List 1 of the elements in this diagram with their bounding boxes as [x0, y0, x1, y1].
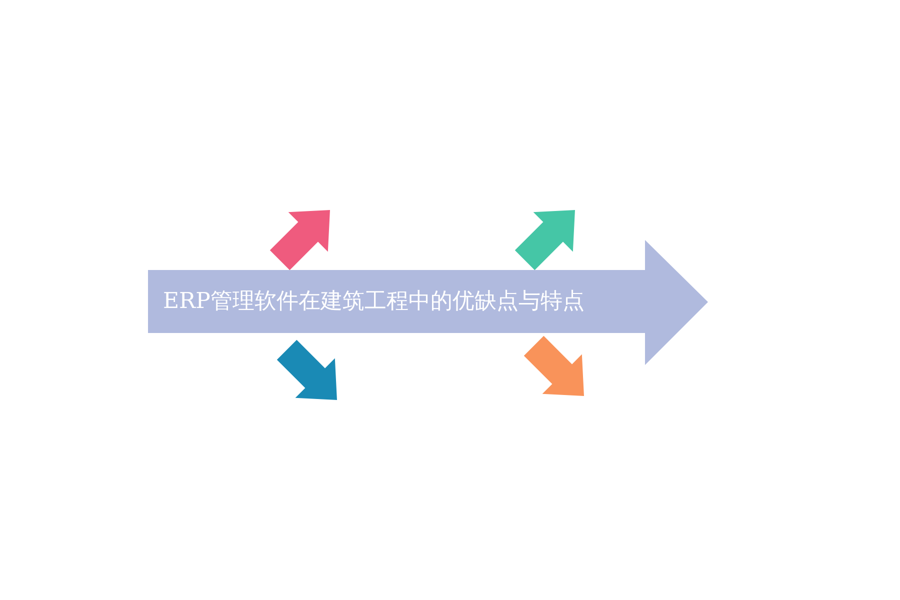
title-text: ERP管理软件在建筑工程中的优缺点与特点	[163, 288, 584, 316]
